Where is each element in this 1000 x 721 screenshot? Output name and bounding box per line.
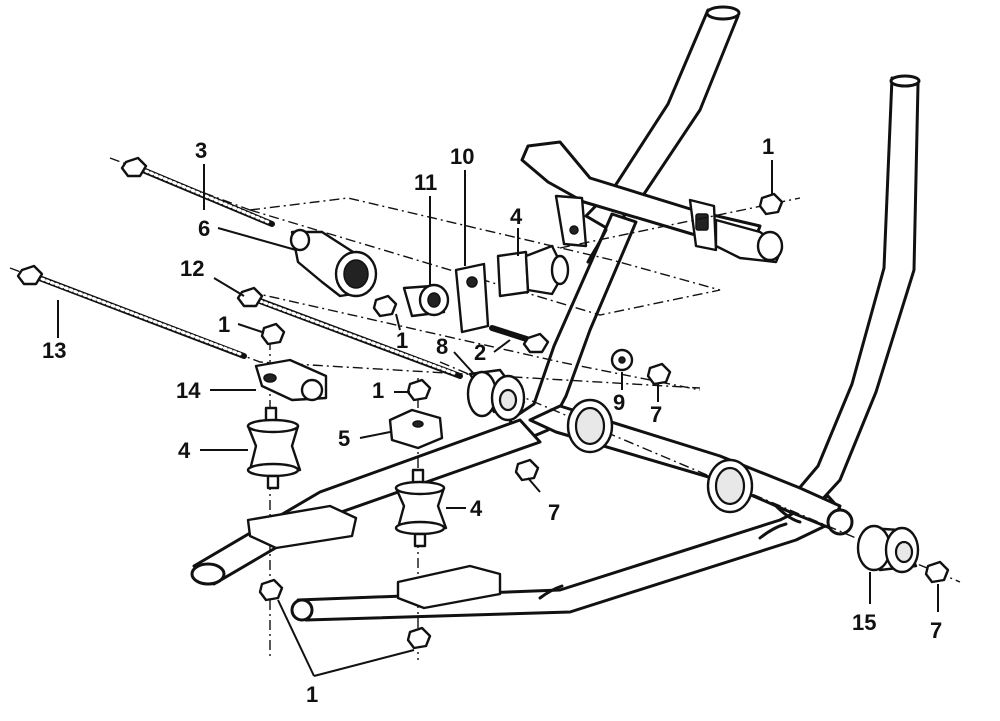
cross-tube-bushing-left xyxy=(566,398,614,454)
bolt-13 xyxy=(16,264,247,359)
bracket-6 xyxy=(289,228,378,298)
frame-left-upright-end xyxy=(705,5,741,21)
foot-plate-left xyxy=(246,504,358,550)
nut-1-left xyxy=(260,322,286,346)
nut-1-upper-right xyxy=(758,192,784,216)
callout-11: 11 xyxy=(414,170,437,195)
callout-1-center: 1 xyxy=(372,378,384,403)
upper-frame-tab xyxy=(554,194,588,248)
callouts: 1 3 10 11 6 4 12 13 1 1 8 2 9 7 14 1 5 4… xyxy=(42,134,942,707)
nut-7-middle xyxy=(514,458,540,482)
bracket-5 xyxy=(388,408,444,450)
bolt-2 xyxy=(489,325,550,354)
callout-15: 15 xyxy=(852,610,876,635)
bracket-14 xyxy=(254,358,328,402)
callout-8: 8 xyxy=(436,334,448,359)
cross-tube-bushing-right xyxy=(706,458,754,514)
callout-14: 14 xyxy=(176,378,201,403)
bushing-11 xyxy=(402,283,450,318)
upper-right-bracket xyxy=(688,198,784,264)
callout-1-upper-right: 1 xyxy=(762,134,774,159)
frame-right-upright-end xyxy=(889,74,921,88)
assembly-centerlines xyxy=(9,157,961,660)
callout-13: 13 xyxy=(42,338,66,363)
callout-9: 9 xyxy=(613,390,625,415)
callout-4-center: 4 xyxy=(470,496,483,521)
bushing-8 xyxy=(466,368,526,422)
nut-1-bottom-left xyxy=(258,578,284,602)
nut-7-right xyxy=(924,560,950,584)
nut-1-mid xyxy=(372,294,398,318)
bolt-12 xyxy=(236,286,463,379)
foot-plate-center xyxy=(396,564,502,610)
nut-7-upper xyxy=(646,362,672,386)
nut-1-center xyxy=(406,378,432,402)
bushing-15 xyxy=(856,524,920,574)
callout-7-middle: 7 xyxy=(548,500,560,525)
callout-7-upper: 7 xyxy=(650,402,662,427)
callout-3: 3 xyxy=(195,138,207,163)
frame-right-tube-end xyxy=(826,508,854,536)
callout-1-bottom: 1 xyxy=(306,682,318,707)
bolt-3 xyxy=(120,156,275,227)
frame-right-upright xyxy=(794,76,920,506)
callout-4-upper: 4 xyxy=(510,204,523,229)
leader-lines xyxy=(57,160,939,677)
callout-6: 6 xyxy=(198,216,210,241)
callout-12: 12 xyxy=(180,256,204,281)
mount-4-upper xyxy=(496,244,570,298)
mount-4-left xyxy=(246,406,302,490)
callout-10: 10 xyxy=(450,144,474,169)
frame-rail-left-end xyxy=(190,562,226,586)
nut-1-bottom-center xyxy=(406,626,432,650)
callout-5: 5 xyxy=(338,426,350,451)
callout-1-mid: 1 xyxy=(396,328,408,353)
frame-lower-rail-left xyxy=(192,418,542,586)
callout-4-left: 4 xyxy=(178,438,191,463)
callout-2: 2 xyxy=(474,340,486,365)
frame-rail-front-end xyxy=(290,598,314,622)
plate-10 xyxy=(454,262,490,334)
callout-1-left: 1 xyxy=(218,312,230,337)
frame-lower-rail-front xyxy=(296,494,848,622)
callout-7-right: 7 xyxy=(930,618,942,643)
mount-4-center xyxy=(394,468,448,548)
